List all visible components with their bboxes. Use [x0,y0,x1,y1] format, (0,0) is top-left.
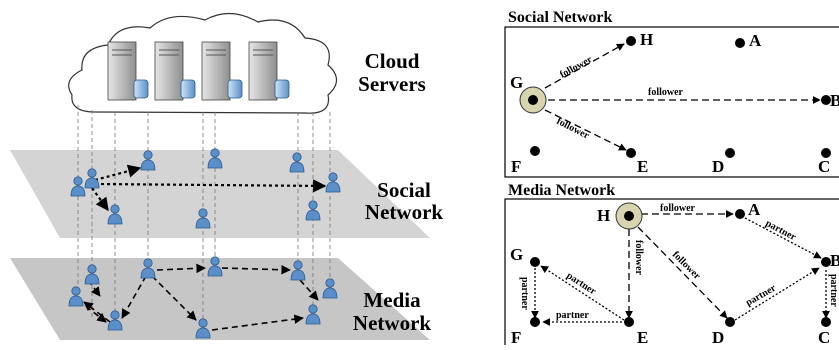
cloud-label: Cloud [365,49,420,73]
node-h [626,36,636,46]
node-label: B [830,91,839,110]
node-e [626,148,636,158]
node-d [725,317,735,327]
social-panel-edges [544,43,821,151]
media-panel-box [504,198,839,350]
media-label: Network [353,311,431,335]
social-panel-box [504,26,839,178]
node-f [530,146,540,156]
media-edge-label: follower [633,240,644,276]
server-icon [248,41,290,101]
node-label: C [818,157,830,176]
media-panel-node-labels: H A G B F E D C [510,200,839,347]
social-label: Network [365,200,443,224]
node-g [528,95,538,105]
node-label: E [637,328,648,345]
node-label: F [511,157,521,176]
node-e [624,317,634,327]
node-label: E [637,157,648,176]
node-label: G [510,245,523,264]
node-b [821,95,831,105]
node-label: A [748,200,761,219]
node-label: D [712,328,724,345]
social-panel-node-labels: G H A B F E D C [510,30,839,176]
server-icon [107,41,149,101]
server-icon [201,41,243,101]
node-c [821,148,831,158]
node-f [530,317,540,327]
media-edge-label: partner [828,274,839,307]
node-h [624,211,634,221]
media-edge-label: partner [519,277,530,310]
node-label: B [830,251,839,270]
node-label: D [712,157,724,176]
media-panel-title: Media Network [508,182,615,199]
node-label: H [640,30,653,49]
node-label: H [597,206,610,225]
node-a [735,38,745,48]
node-label: A [749,31,762,50]
social-panel-nodes [519,36,831,158]
social-panel-title: Social Network [508,9,613,26]
media-edge-label: follower [660,203,696,214]
node-g [530,257,540,267]
media-label: Media [363,288,421,312]
cloud-illustration [68,12,338,114]
node-label: C [818,328,830,345]
node-d [725,148,735,158]
server-icon [154,41,196,101]
media-edge-label: partner [556,310,589,321]
node-b [821,257,831,267]
social-layer-edges [91,164,327,212]
cloud-label: Servers [358,72,426,96]
node-label: F [511,328,521,345]
server-rack [107,41,290,101]
node-label: G [510,73,523,92]
node-a [735,209,745,219]
media-panel-edges [531,210,830,326]
social-edge-label: follower [648,87,684,98]
social-label: Social [377,178,431,202]
media-panel-nodes [530,202,831,327]
node-c [821,317,831,327]
